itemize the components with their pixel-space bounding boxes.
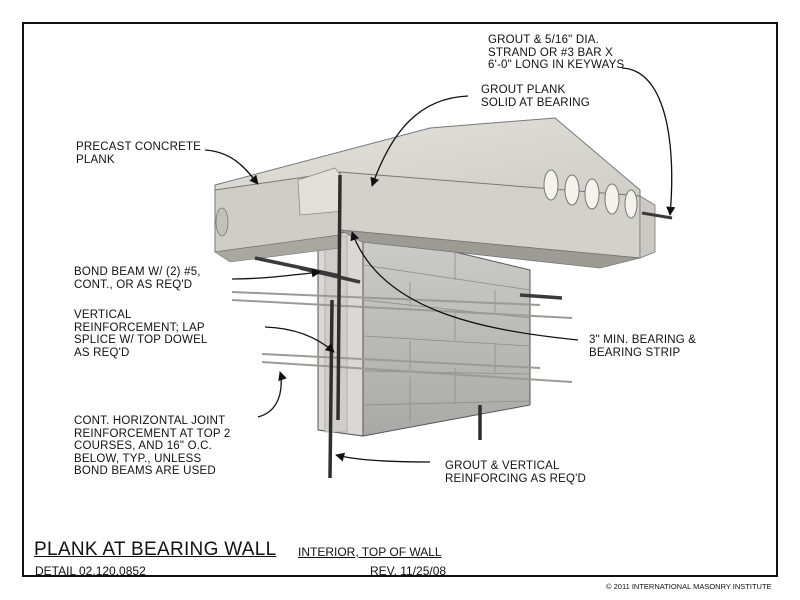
leader-lines xyxy=(204,67,676,463)
leader-grout-strand xyxy=(621,67,676,216)
drawing-subtitle: INTERIOR, TOP OF WALL xyxy=(298,545,442,559)
leader-bearing-strip xyxy=(350,231,579,341)
leader-grout-vertical xyxy=(335,452,431,463)
label-bond-beam: BOND BEAM W/ (2) #5, CONT., OR AS REQ'D xyxy=(74,266,201,291)
wall-face xyxy=(362,229,531,437)
drawing-frame xyxy=(22,22,778,577)
precast-planks xyxy=(214,117,656,269)
label-precast-plank: PRECAST CONCRETE PLANK xyxy=(76,141,202,166)
label-horizontal-joint: CONT. HORIZONTAL JOINT REINFORCEMENT AT … xyxy=(74,415,231,477)
label-vertical-reinf: VERTICAL REINFORCEMENT; LAP SPLICE W/ TO… xyxy=(74,309,208,359)
leader-grout-plank xyxy=(370,95,469,187)
label-grout-plank: GROUT PLANK SOLID AT BEARING xyxy=(481,84,590,109)
leader-precast-plank xyxy=(204,149,259,185)
reinforcement xyxy=(231,174,673,479)
leader-vertical-reinf xyxy=(264,326,335,353)
drawing-title: PLANK AT BEARING WALL xyxy=(34,539,277,560)
keyway-strand xyxy=(641,211,673,220)
joint-wire xyxy=(231,291,573,383)
leader-horizontal-joint xyxy=(257,371,287,418)
label-grout-vertical: GROUT & VERTICAL REINFORCING AS REQ'D xyxy=(445,460,587,485)
hollow-cores xyxy=(543,169,638,219)
cmu-wall xyxy=(317,229,531,437)
block-joints xyxy=(362,252,531,421)
vertical-rebar xyxy=(328,174,482,479)
detail-number: DETAIL 02.120.0852 xyxy=(35,564,146,578)
revision-date: REV. 11/25/08 xyxy=(370,564,447,578)
label-grout-strand: GROUT & 5/16" DIA. STRAND OR #3 BAR x 6'… xyxy=(488,34,625,71)
label-bearing-strip: 3" MIN. BEARING & BEARING STRIP xyxy=(589,334,697,359)
copyright-notice: © 2011 INTERNATIONAL MASONRY INSTITUTE xyxy=(606,582,772,591)
bond-beam-bars xyxy=(254,256,563,300)
leader-bond-beam xyxy=(231,268,321,280)
